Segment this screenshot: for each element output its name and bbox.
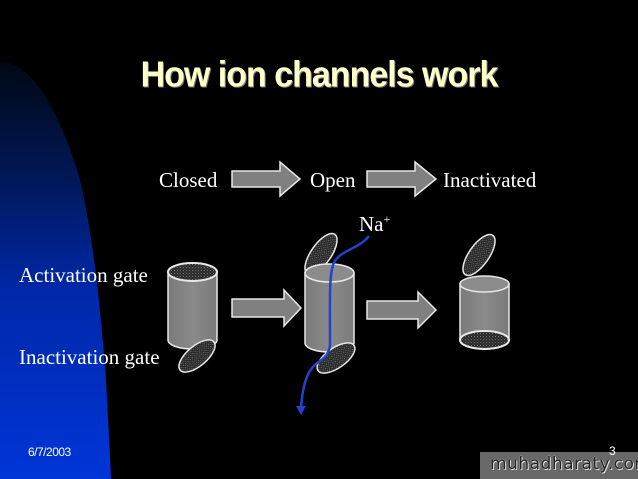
state-label-closed: Closed <box>159 168 218 192</box>
slide-title: How ion channels work <box>140 55 499 95</box>
arrow-channel-open-to-inactivated <box>366 290 438 330</box>
inactivated-activation-gate <box>462 233 496 277</box>
sodium-flow-arrowhead <box>296 406 306 415</box>
closed-inactivation-gate <box>178 339 216 373</box>
state-label-open: Open <box>310 168 356 192</box>
ion-symbol: Na <box>359 212 384 236</box>
inactivated-channel <box>459 233 510 350</box>
slide-page-number: 3 <box>609 444 616 458</box>
ion-charge: + <box>383 212 391 226</box>
watermark: muhadharaty.com <box>480 452 638 479</box>
state-label-inactivated: Inactivated <box>443 168 537 192</box>
closed-channel <box>167 262 218 373</box>
inactivated-inactivation-gate <box>459 330 510 350</box>
slide-date: 6/7/2003 <box>28 445 71 459</box>
sodium-flow-path <box>299 235 370 409</box>
blue-swoosh-shape <box>0 61 111 479</box>
arrow-open-to-inactivated <box>366 160 438 198</box>
arrow-closed-to-open <box>231 160 302 198</box>
open-channel <box>296 232 370 415</box>
inactivation-gate-label: Inactivation gate <box>19 345 160 369</box>
activation-gate-label: Activation gate <box>19 263 148 287</box>
open-inactivation-gate <box>316 342 356 374</box>
sodium-ion-label: Na+ <box>359 212 390 237</box>
arrow-channel-closed-to-open <box>231 288 303 328</box>
watermark-text: muhadharaty.com <box>490 454 638 474</box>
closed-activation-gate <box>167 262 218 282</box>
